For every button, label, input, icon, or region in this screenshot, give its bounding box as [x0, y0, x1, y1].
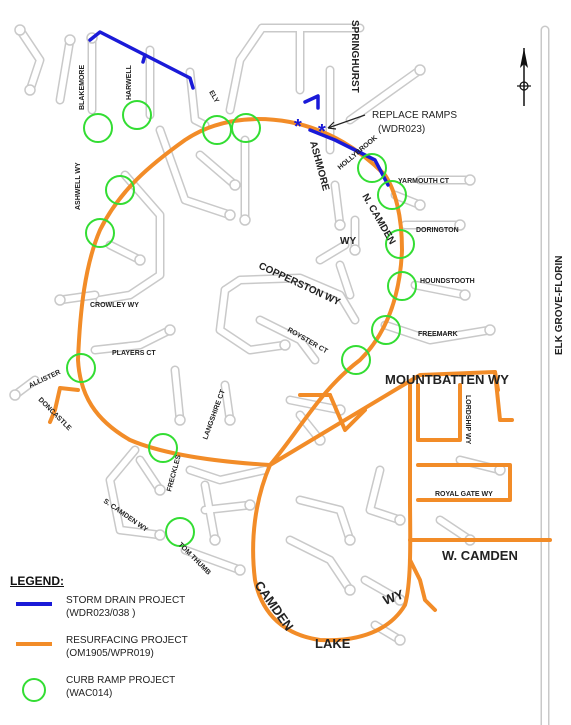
- label-royal-gate-wy: ROYAL GATE WY: [435, 491, 493, 498]
- map-legend: LEGEND: STORM DRAIN PROJECT (WDR023/038 …: [10, 574, 230, 714]
- storm-drain-routes: [88, 30, 390, 187]
- ramp-marker: [231, 113, 261, 143]
- label-blakemore: BLAKEMORE: [79, 65, 86, 110]
- label-springhurst: SPRINGHURST: [349, 20, 360, 93]
- resurfacing-swatch-icon: [16, 642, 52, 646]
- legend-title: LEGEND:: [10, 574, 64, 588]
- ramp-marker: [66, 353, 96, 383]
- leader-arrowhead: [327, 121, 337, 130]
- ramp-marker: [387, 271, 417, 301]
- ramp-marker: [83, 113, 113, 143]
- label-mountbatten-wy: MOUNTBATTEN WY: [385, 372, 509, 387]
- ramp-marker: [341, 345, 371, 375]
- storm-drain-swatch-icon: [16, 602, 52, 606]
- ramp-marker: [377, 180, 407, 210]
- legend-name: STORM DRAIN PROJECT: [66, 595, 186, 606]
- label-freemark: FREEMARK: [418, 331, 458, 338]
- legend-text: STORM DRAIN PROJECT (WDR023/038 ): [66, 594, 185, 620]
- legend-name: RESURFACING PROJECT: [66, 635, 188, 646]
- replace-ramps-asterisk-right: *: [318, 121, 326, 143]
- label-wy-north: WY: [340, 236, 356, 247]
- label-wy-south: WY: [381, 586, 406, 607]
- street-network: [9, 23, 550, 725]
- label-players-ct: PLAYERS CT: [112, 350, 156, 357]
- legend-name: CURB RAMP PROJECT: [66, 675, 176, 686]
- resurfacing-routes: [48, 117, 552, 643]
- replace-ramps-leader: [327, 114, 366, 129]
- label-langshire-ct: LANGSHIRE CT: [202, 388, 227, 440]
- label-w-camden: W. CAMDEN: [442, 548, 518, 563]
- curb-ramp-swatch-icon: [22, 678, 46, 702]
- ramp-marker: [385, 229, 415, 259]
- north-arrow-icon: [517, 48, 531, 106]
- ramp-marker: [105, 175, 135, 205]
- ramp-marker: [357, 153, 387, 183]
- ramp-marker: [85, 218, 115, 248]
- ramp-marker: [122, 100, 152, 130]
- legend-text: RESURFACING PROJECT (OM1905/WPR019): [66, 634, 188, 660]
- label-lake: LAKE: [315, 636, 351, 651]
- legend-item-resurfacing: RESURFACING PROJECT (OM1905/WPR019): [10, 634, 230, 674]
- label-crowley-wy: CROWLEY WY: [90, 302, 139, 309]
- legend-code: (WDR023/038 ): [66, 608, 136, 619]
- label-elk-grove-florin: ELK GROVE-FLORIN: [554, 256, 565, 355]
- label-doncastle: DONCASTLE: [37, 396, 73, 432]
- legend-text: CURB RAMP PROJECT (WAC014): [66, 674, 175, 700]
- label-replace-ramps-code: (WDR023): [378, 124, 425, 135]
- ramp-marker: [148, 433, 178, 463]
- label-harwell: HARWELL: [126, 64, 133, 100]
- curb-ramp-markers: [66, 100, 417, 547]
- label-houndstooth: HOUNDSTOOTH: [420, 278, 475, 285]
- label-copperston-wy: COPPERSTON WY: [257, 261, 342, 309]
- legend-code: (WAC014): [66, 688, 113, 699]
- ramp-marker: [165, 517, 195, 547]
- ramp-marker: [371, 315, 401, 345]
- label-dorington: DORINGTON: [416, 227, 459, 234]
- legend-item-curb-ramp: CURB RAMP PROJECT (WAC014): [10, 674, 230, 714]
- label-camden: CAMDEN: [252, 578, 297, 633]
- label-ashwell-wy: ASHWELL WY: [75, 162, 82, 210]
- replace-ramps-asterisk-left: *: [294, 116, 302, 138]
- label-yarmouth-ct: YARMOUTH CT: [398, 178, 450, 185]
- street-labels: BLAKEMORE HARWELL ELY SPRINGHURST REPLAC…: [28, 20, 565, 651]
- legend-code: (OM1905/WPR019): [66, 648, 154, 659]
- label-ely: ELY: [207, 90, 220, 105]
- ramp-marker: [202, 115, 232, 145]
- label-replace-ramps: REPLACE RAMPS: [372, 110, 457, 121]
- label-lordship-wy: LORDSHIP WY: [464, 395, 471, 445]
- legend-item-storm-drain: STORM DRAIN PROJECT (WDR023/038 ): [10, 594, 230, 634]
